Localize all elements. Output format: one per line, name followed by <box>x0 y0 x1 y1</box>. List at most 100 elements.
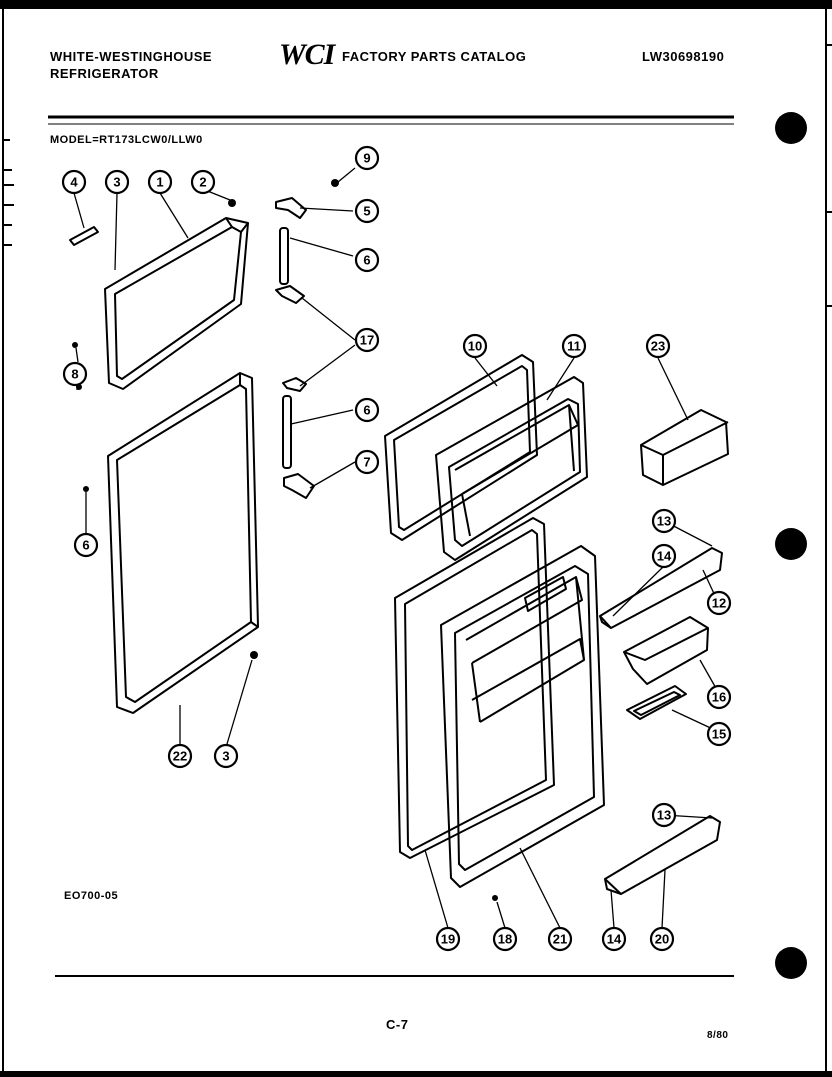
callout-2 <box>190 169 216 195</box>
callout-label-8: 8 <box>71 367 78 382</box>
callout-label-14b: 14 <box>607 932 622 947</box>
screw-8a <box>72 342 78 348</box>
page-number: C-7 <box>386 1017 409 1032</box>
brand-line-2: REFRIGERATOR <box>50 66 159 81</box>
callout-15 <box>706 721 732 747</box>
callout-8 <box>62 361 88 387</box>
callout-14b <box>601 926 627 952</box>
hinge-rod-lower-part <box>282 395 292 469</box>
callout-3a <box>104 169 130 195</box>
catalog-title: FACTORY PARTS CATALOG <box>342 49 527 64</box>
binder-hole-bottom <box>775 947 807 979</box>
callout-label-7: 7 <box>363 455 370 470</box>
freezer-gasket-part <box>384 354 538 541</box>
hinge-17-lower-part <box>282 377 307 392</box>
callout-14a <box>651 543 677 569</box>
callout-label-5: 5 <box>363 204 370 219</box>
callout-label-3a: 3 <box>113 175 120 190</box>
door-shelf-upper-part <box>599 547 723 629</box>
callout-label-23: 23 <box>651 339 665 354</box>
catalog-date: 8/80 <box>707 1030 729 1041</box>
callout-label-6b: 6 <box>363 403 370 418</box>
binder-hole-top <box>775 112 807 144</box>
butter-door-part <box>626 685 687 720</box>
callout-label-1: 1 <box>156 175 163 190</box>
hinge-rod-upper-part <box>279 227 289 285</box>
small-fasteners <box>72 179 498 901</box>
screw-9 <box>331 179 339 187</box>
leader-lines <box>73 167 718 929</box>
callout-label-18: 18 <box>498 932 512 947</box>
callout-label-10: 10 <box>468 339 482 354</box>
left-margin-marks <box>3 139 14 246</box>
freezer-door-liner-part <box>435 376 588 561</box>
fresh-food-door-liner-part <box>440 545 605 888</box>
callout-6c <box>73 532 99 558</box>
callout-23 <box>645 333 671 359</box>
callout-label-14a: 14 <box>657 549 672 564</box>
callout-label-19: 19 <box>441 932 455 947</box>
callout-19 <box>435 926 461 952</box>
dairy-bin-part <box>640 409 729 486</box>
callout-label-21: 21 <box>553 932 567 947</box>
callout-18 <box>492 926 518 952</box>
butter-compartment-part <box>623 616 709 685</box>
callout-label-4: 4 <box>70 175 78 190</box>
callout-3b <box>213 743 239 769</box>
fresh-food-gasket-part <box>394 517 555 859</box>
callout-circles <box>61 145 732 952</box>
callout-6b <box>354 397 380 423</box>
callout-label-6a: 6 <box>363 253 370 268</box>
diagram-code: EO700-05 <box>64 890 119 902</box>
screw-3b <box>250 651 258 659</box>
top-scan-border <box>0 0 832 9</box>
callout-16 <box>706 684 732 710</box>
callout-6a <box>354 247 380 273</box>
callout-label-17: 17 <box>360 333 374 348</box>
callout-13b <box>651 802 677 828</box>
callout-10 <box>462 333 488 359</box>
callout-label-11: 11 <box>567 339 581 354</box>
callout-7 <box>354 449 380 475</box>
callout-label-3b: 3 <box>222 749 229 764</box>
callout-21 <box>547 926 573 952</box>
callout-1 <box>147 169 173 195</box>
freezer-door-part <box>104 217 249 390</box>
screw-18 <box>492 895 498 901</box>
right-margin-ticks <box>826 44 832 307</box>
callout-label-12: 12 <box>712 596 726 611</box>
wci-logo: WCI <box>279 38 335 71</box>
callout-4 <box>61 169 87 195</box>
callout-label-9: 9 <box>363 151 370 166</box>
callout-22 <box>167 743 193 769</box>
callout-13a <box>651 508 677 534</box>
brand-line-1: WHITE-WESTINGHOUSE <box>50 49 213 64</box>
callout-9 <box>354 145 380 171</box>
callout-label-16: 16 <box>712 690 726 705</box>
bottom-scan-border <box>0 1071 832 1077</box>
hinge-5-part <box>275 197 307 219</box>
callout-label-13a: 13 <box>657 514 671 529</box>
hinge-17-upper-part <box>275 285 305 304</box>
catalog-number: LW30698190 <box>642 49 725 64</box>
door-shelf-lower-part <box>604 815 721 895</box>
model-label: MODEL=RT173LCW0/LLW0 <box>50 134 203 146</box>
callout-11 <box>561 333 587 359</box>
callout-5 <box>354 198 380 224</box>
callout-label-2: 2 <box>199 175 206 190</box>
callout-20 <box>649 926 675 952</box>
hinge-7-part <box>283 473 315 499</box>
callout-label-15: 15 <box>712 727 726 742</box>
callout-label-22: 22 <box>173 749 187 764</box>
screw-6 <box>83 486 89 492</box>
callout-label-20: 20 <box>655 932 669 947</box>
callout-label-13b: 13 <box>657 808 671 823</box>
binder-hole-middle <box>775 528 807 560</box>
callout-label-6c: 6 <box>82 538 89 553</box>
callout-12 <box>706 590 732 616</box>
fresh-food-door-part <box>107 372 259 714</box>
screw-2 <box>228 199 236 207</box>
callout-17 <box>354 327 380 353</box>
door-handle-trim-part <box>69 226 99 246</box>
